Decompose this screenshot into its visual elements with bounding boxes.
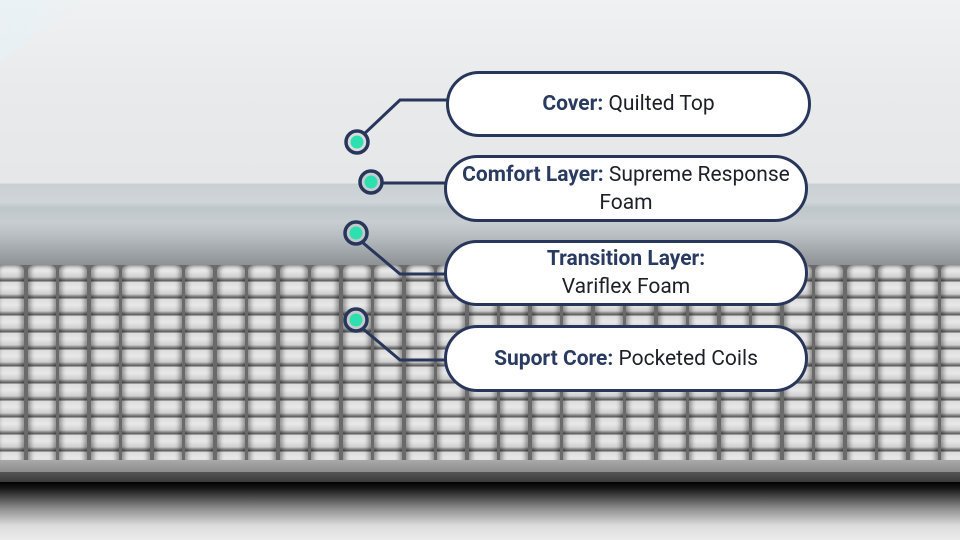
coil-column (815, 265, 843, 480)
coil-column (153, 265, 182, 480)
coil-column (122, 265, 150, 480)
coil-column (846, 265, 875, 480)
floor-shadow (0, 482, 960, 540)
callout-comfort-layer: Comfort Layer: Supreme Response Foam (444, 155, 808, 222)
marker-dot-comfort (358, 169, 384, 195)
coil-column (185, 265, 213, 480)
marker-dot-core (343, 307, 369, 333)
coil-column (90, 265, 119, 480)
coil-column (27, 265, 56, 480)
callout-description: Quilted Top (608, 92, 715, 116)
callout-cover: Cover: Quilted Top (446, 71, 811, 137)
callout-label: Cover: (542, 92, 604, 116)
coil-column (279, 265, 308, 480)
marker-dot-transition (343, 220, 369, 246)
callout-description: Supreme Response Foam (599, 162, 790, 215)
coil-column (311, 265, 339, 480)
coil-column (878, 265, 906, 480)
coil-column (248, 265, 276, 480)
coil-column (405, 265, 434, 480)
coil-column (0, 265, 24, 480)
callout-label: Comfort Layer: (462, 162, 604, 187)
coil-column (374, 265, 402, 480)
callout-label: Suport Core: (494, 346, 614, 371)
callout-support-core: Suport Core: Pocketed Coils (444, 325, 808, 392)
base-edge-dark (0, 472, 960, 482)
leader-line-core (361, 326, 446, 362)
coil-column (59, 265, 87, 480)
callout-label: Transition Layer: (546, 247, 706, 271)
base-edge (0, 460, 960, 472)
callout-description: Variflex Foam (561, 275, 691, 299)
callout-transition-layer: Transition Layer: Variflex Foam (444, 240, 808, 306)
coil-column (909, 265, 938, 480)
coil-column (342, 265, 371, 480)
coil-column (941, 265, 960, 480)
leader-line-cover (361, 98, 448, 137)
leader-line-transition (361, 240, 446, 276)
callout-description: Pocketed Coils (618, 346, 758, 371)
marker-dot-cover (344, 129, 370, 155)
coil-column (216, 265, 245, 480)
